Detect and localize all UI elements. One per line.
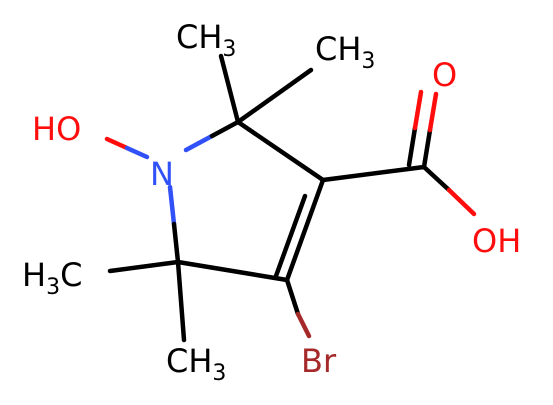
bonds <box>104 53 477 343</box>
bond-c2-me-a <box>218 53 241 125</box>
bond-c2-c3 <box>235 119 326 183</box>
bond-c3-c4 <box>284 177 326 283</box>
atom-label-h3c: H3C <box>22 256 82 300</box>
bond-cacid-o <box>421 127 433 170</box>
atom-label-ch3-top-left: CH3 <box>176 18 236 62</box>
bond-n-c2b <box>209 119 241 139</box>
bond-cacid-o-2 <box>406 125 418 168</box>
bond-cacid-o-2-red <box>412 89 424 131</box>
bond-cacid-o-red <box>427 91 439 133</box>
bond-n-c2a <box>183 133 215 153</box>
atom-label-ch3-bottom: CH3 <box>166 342 226 386</box>
atom-labels: HO N CH3 CH3 O OH H3C CH3 Br <box>22 18 521 386</box>
bond-c4-c5 <box>175 259 290 283</box>
atom-label-oh-acid: OH <box>472 222 521 260</box>
bond-c2-me-b <box>235 67 314 125</box>
bond-n-c5a <box>167 184 177 227</box>
bond-c3-cacid <box>320 164 427 183</box>
bond-c4-br <box>284 277 301 317</box>
bond-n-o-2 <box>124 145 150 160</box>
atom-label-ch3-top-right: CH3 <box>315 30 375 74</box>
bond-c3-c4-inner <box>273 193 308 279</box>
atom-label-o: O <box>432 56 457 94</box>
bond-c5-me-b <box>175 259 187 343</box>
bond-n-c5b <box>171 221 181 265</box>
bond-cacid-oh <box>421 164 452 193</box>
bond-cacid-oh-red <box>446 187 477 217</box>
atom-label-ho: HO <box>32 110 81 148</box>
bond-c5-me-a <box>107 259 181 274</box>
bond-c4-br-2 <box>295 311 312 339</box>
atom-label-n: N <box>150 155 174 193</box>
bond-n-o <box>104 136 130 151</box>
atom-label-br: Br <box>301 342 337 380</box>
